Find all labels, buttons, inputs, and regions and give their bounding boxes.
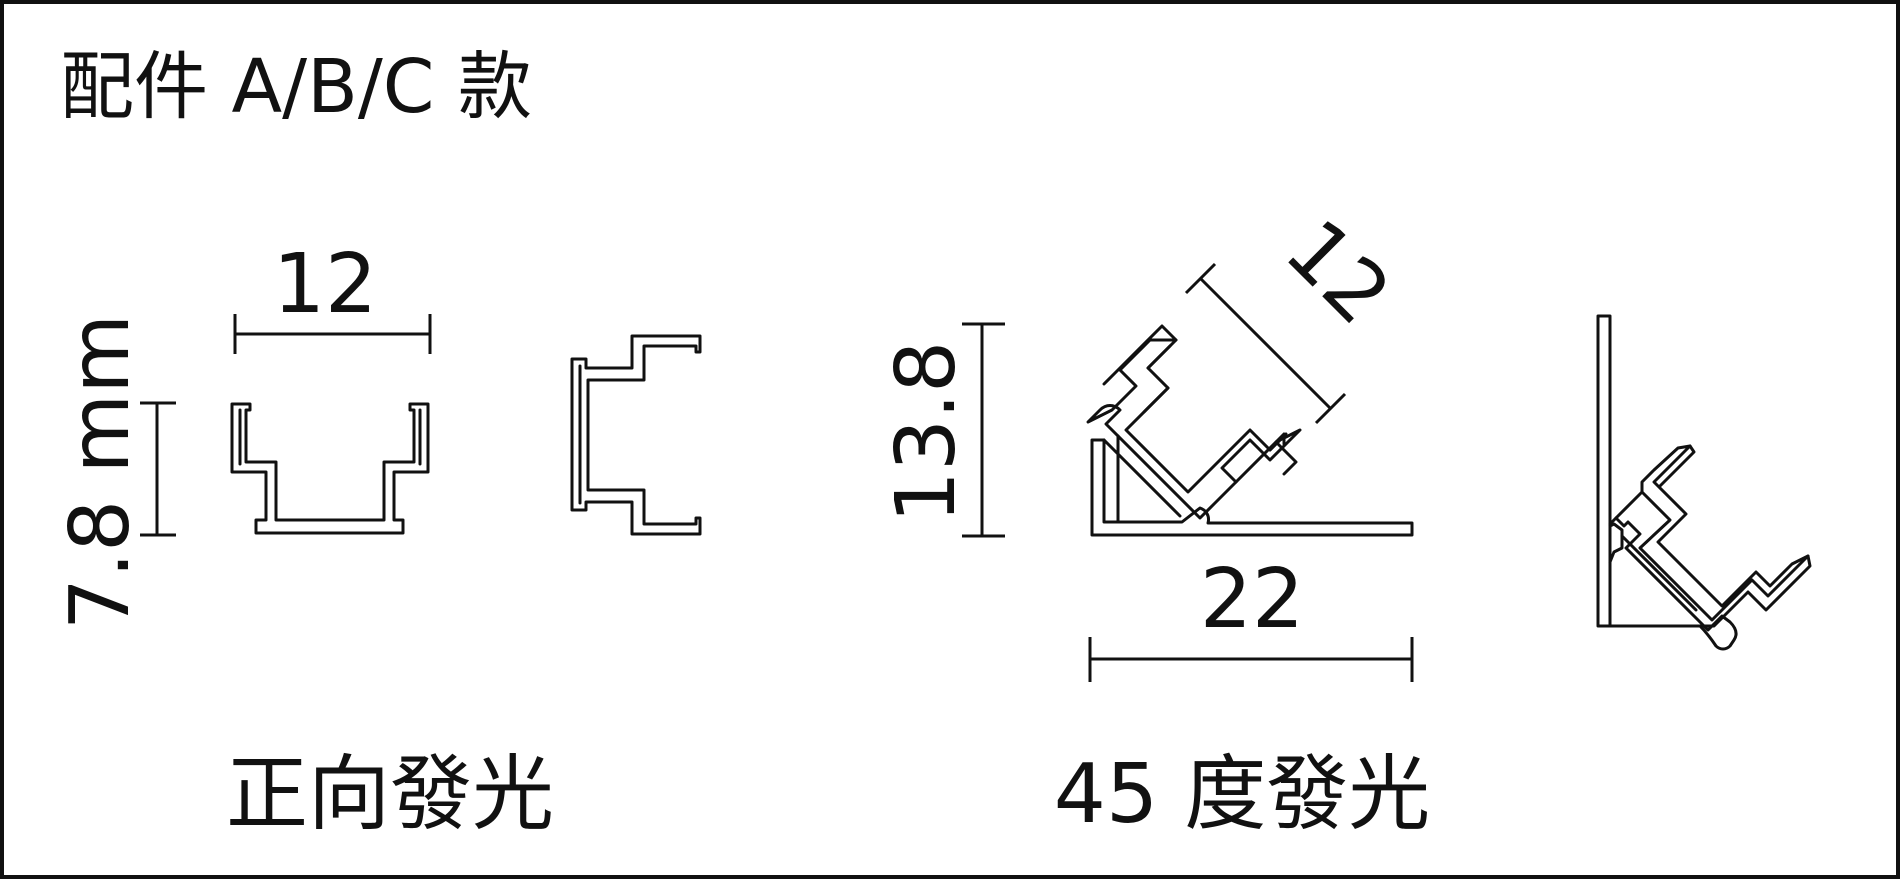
angled-width-label: 22 [1200,552,1304,647]
front-width-label: 12 [273,237,377,332]
front-height-dimension [140,401,176,537]
angled-caption: 45 度發光 [1054,747,1430,842]
front-height-label: 7.8 mm [53,314,148,630]
front-channel-profile [230,402,430,535]
angled-corner-profile [1086,324,1414,537]
front-clip-profile [570,334,702,536]
angled-height-dimension [962,322,1005,538]
title: 配件 A/B/C 款 [60,44,532,130]
front-width-dimension [233,314,432,354]
front-caption: 正向發光 [226,747,554,842]
angled-diagonal-dimension [1184,262,1347,425]
angled-width-dimension [1088,637,1414,682]
angled-height-label: 13.8 [879,341,974,524]
angled-clip-profile [1596,314,1812,651]
